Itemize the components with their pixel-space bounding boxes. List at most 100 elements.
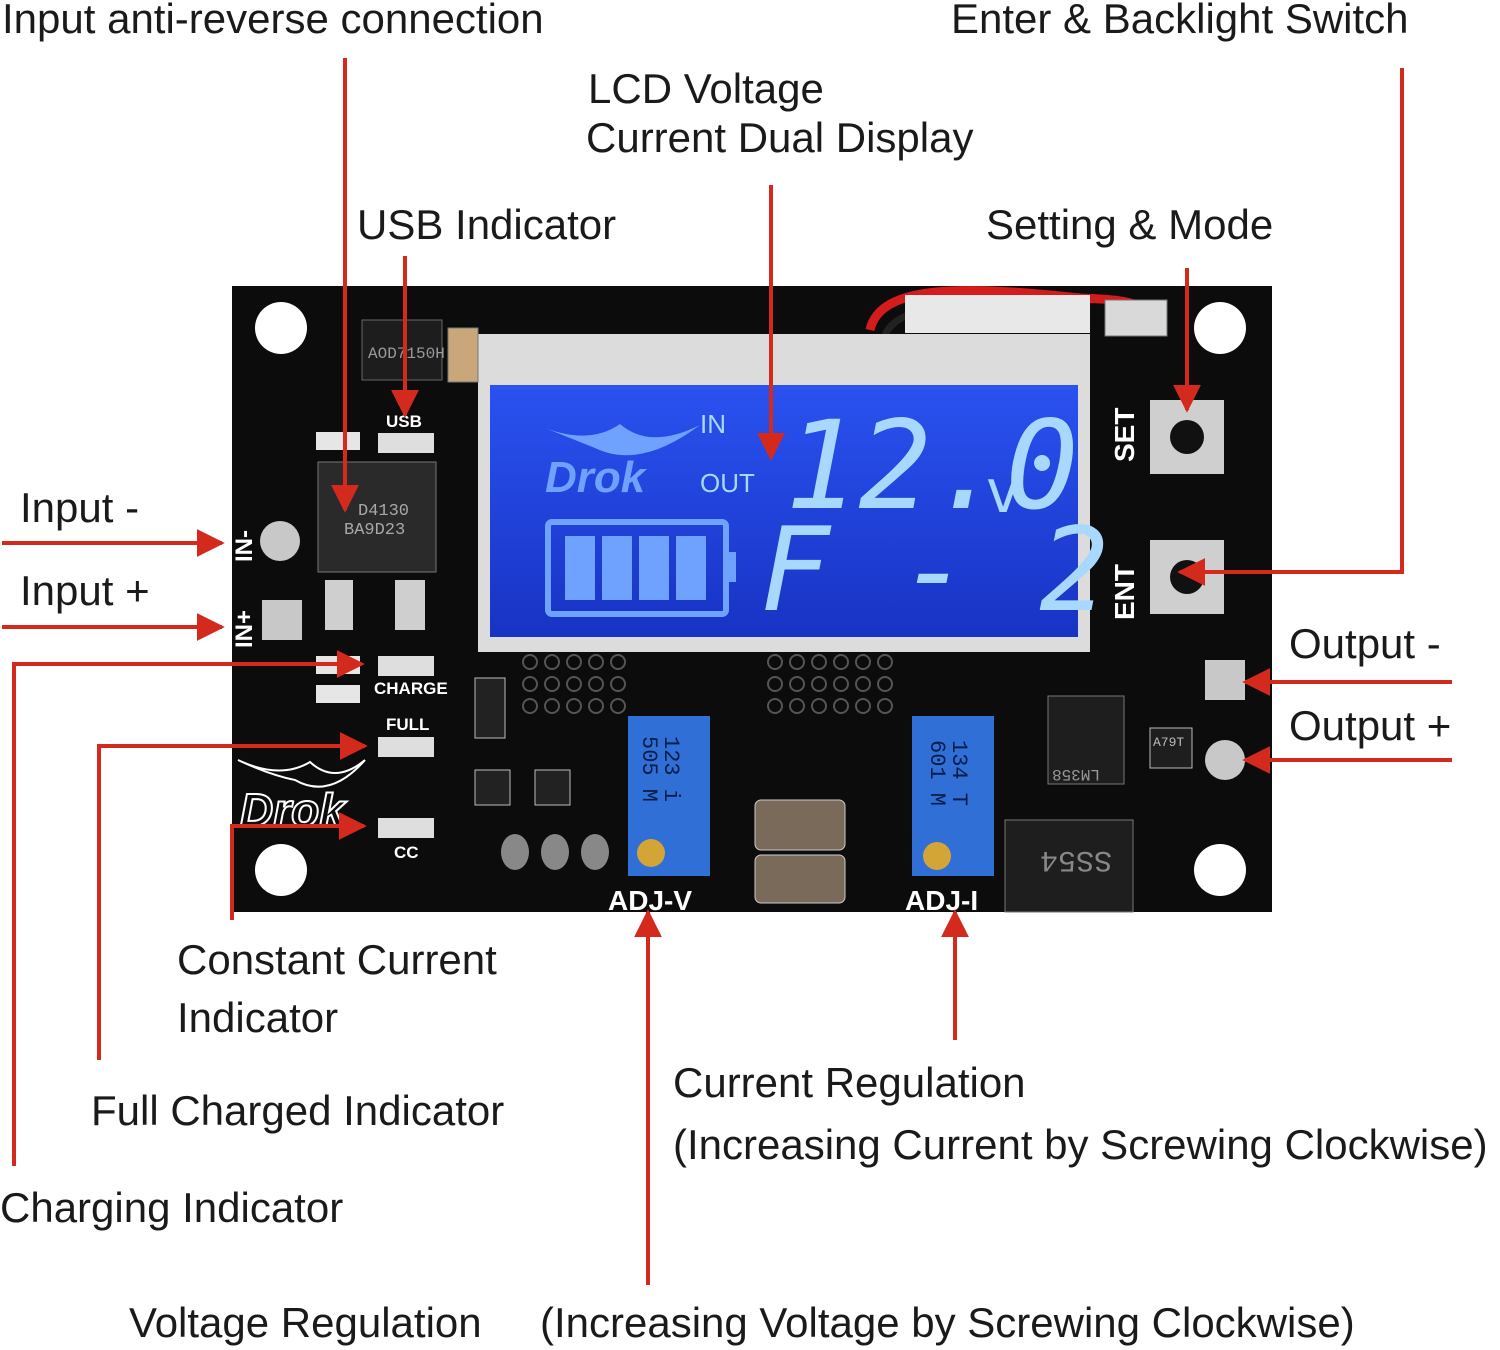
silk-cc: CC — [394, 843, 419, 862]
opamp-label: LM358 — [1052, 765, 1100, 783]
mosfet-leg — [395, 580, 425, 630]
through-hole — [877, 654, 893, 670]
through-hole — [789, 698, 805, 714]
transistor-label: A79T — [1153, 735, 1184, 750]
transistor — [474, 769, 511, 806]
through-hole — [588, 654, 604, 670]
label-lcd-line1: LCD Voltage — [588, 65, 824, 112]
label-current-reg-1: Current Regulation — [673, 1059, 1026, 1106]
led-lens — [501, 834, 529, 870]
through-hole — [610, 698, 626, 714]
mosfet-label-2: BA9D23 — [344, 521, 405, 540]
through-hole — [877, 698, 893, 714]
through-hole — [566, 698, 582, 714]
through-hole — [767, 676, 783, 692]
mounting-hole — [1194, 302, 1246, 354]
diode-label: SS54 — [1040, 842, 1112, 876]
label-constant-current-1: Constant Current — [177, 936, 497, 983]
through-hole — [544, 676, 560, 692]
set-button-cap[interactable] — [1170, 420, 1204, 454]
through-hole — [811, 676, 827, 692]
mounting-hole — [255, 302, 307, 354]
through-hole-grid — [522, 654, 893, 714]
label-voltage-reg-note: (Increasing Voltage by Screwing Clockwis… — [540, 1299, 1355, 1346]
pot-i-label-2: 601 M — [924, 740, 949, 806]
through-hole — [522, 698, 538, 714]
label-lcd-line2: Current Dual Display — [586, 114, 974, 161]
label-charging: Charging Indicator — [0, 1184, 344, 1231]
output-minus-terminal — [1205, 660, 1245, 700]
diode-chip — [1004, 819, 1134, 913]
label-input-plus: Input + — [20, 567, 150, 614]
silk-charge: CHARGE — [374, 679, 448, 698]
silk-brand: Drok — [240, 784, 347, 836]
resistor — [316, 685, 360, 703]
through-hole — [522, 676, 538, 692]
through-hole — [767, 654, 783, 670]
label-full-charged: Full Charged Indicator — [91, 1087, 505, 1134]
label-constant-current-2: Indicator — [177, 994, 339, 1041]
capacitor — [447, 327, 479, 383]
through-hole — [610, 654, 626, 670]
smd-component — [1104, 299, 1168, 337]
input-plus-terminal — [262, 600, 302, 640]
transistor — [534, 769, 571, 806]
through-hole — [566, 676, 582, 692]
through-hole — [877, 676, 893, 692]
lcd-mode-value: F - 2 — [760, 503, 1109, 638]
label-input-anti-reverse: Input anti-reverse connection — [2, 0, 544, 42]
label-output-minus: Output - — [1289, 620, 1441, 667]
through-hole — [588, 698, 604, 714]
lcd-in-label: IN — [700, 409, 726, 439]
wire-connector — [905, 295, 1090, 333]
resistor — [316, 432, 360, 450]
label-enter-backlight: Enter & Backlight Switch — [951, 0, 1409, 42]
inductor — [754, 799, 846, 851]
callout-line-cc — [230, 812, 367, 920]
through-hole — [855, 676, 871, 692]
through-hole — [855, 654, 871, 670]
bird-logo-icon — [545, 424, 700, 456]
silk-in-minus: IN- — [231, 530, 258, 562]
silk-ent: ENT — [1109, 564, 1140, 620]
mosfet-label-1: D4130 — [358, 502, 409, 521]
charge-led — [378, 656, 434, 676]
callout-line-enter — [1177, 68, 1404, 586]
through-hole — [767, 698, 783, 714]
led-lens — [581, 834, 609, 870]
voltage-pot-screw-icon — [637, 839, 665, 867]
transistor-a79t — [1149, 727, 1193, 769]
silk-bird-icon — [237, 759, 366, 788]
label-voltage-reg: Voltage Regulation — [129, 1299, 482, 1346]
input-minus-terminal — [260, 521, 300, 561]
label-usb-indicator: USB Indicator — [357, 201, 617, 248]
through-hole — [789, 676, 805, 692]
cc-led — [378, 818, 434, 838]
mosfet-leg — [325, 580, 353, 630]
callout-lines — [2, 58, 1452, 1285]
lcd-voltage-value: 12.0 — [785, 395, 1079, 537]
mounting-hole — [255, 844, 307, 896]
lcd-voltage-unit: v — [985, 457, 1021, 527]
through-hole — [522, 654, 538, 670]
led-lens — [541, 834, 569, 870]
opamp-chip — [1047, 695, 1125, 785]
label-current-reg-2: (Increasing Current by Screwing Clockwis… — [673, 1121, 1488, 1168]
usb-led — [378, 433, 434, 453]
silk-in-plus: IN+ — [231, 610, 258, 648]
regulator-chip — [361, 319, 443, 381]
pot-v-label-2: 505 M — [636, 736, 661, 802]
mosfet-chip — [317, 461, 437, 573]
through-hole — [833, 676, 849, 692]
through-hole — [566, 654, 582, 670]
output-plus-terminal — [1205, 740, 1245, 780]
callout-line-charging — [12, 650, 365, 1166]
through-hole — [833, 654, 849, 670]
lcd-brand: Drok — [545, 453, 648, 502]
transistor — [474, 677, 506, 739]
ent-button-cap[interactable] — [1170, 560, 1204, 594]
current-pot-screw-icon — [923, 842, 951, 870]
through-hole — [610, 676, 626, 692]
through-hole — [811, 654, 827, 670]
